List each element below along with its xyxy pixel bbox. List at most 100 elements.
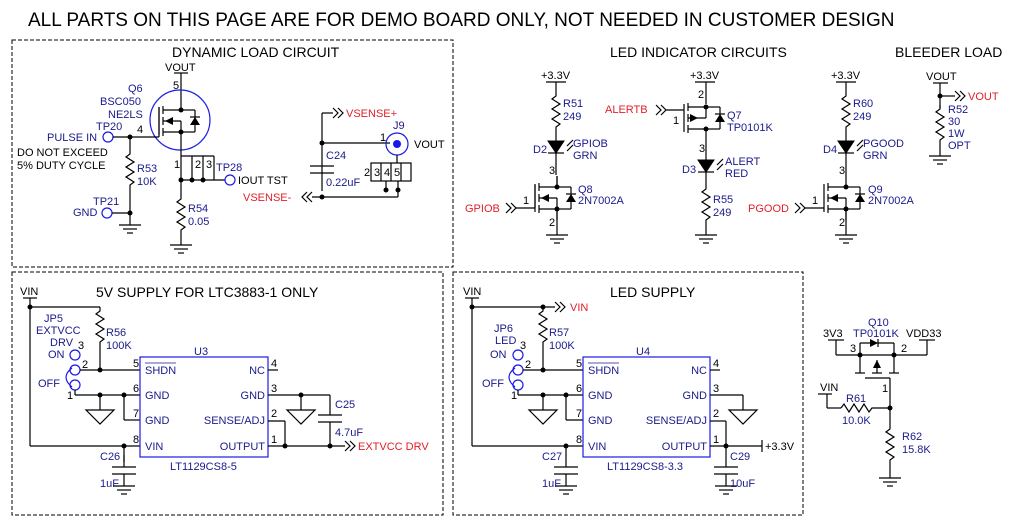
pgood-net: PGOOD xyxy=(748,203,789,215)
r54-ref: R54 xyxy=(188,203,208,215)
jp6-ref: JP6 xyxy=(494,323,513,335)
r51-ref: R51 xyxy=(563,98,583,110)
q10-left-net: 3V3 xyxy=(823,328,843,340)
u4-ref: U4 xyxy=(636,346,650,358)
svg-text:1uF: 1uF xyxy=(542,478,561,490)
svg-text:8: 8 xyxy=(133,434,139,446)
gpiob-led-circuit: +3.3V R51 249 D2 GPIOB GRN 3 GPIOB 1 2 Q… xyxy=(465,70,625,244)
svg-text:SENSE/ADJ: SENSE/ADJ xyxy=(204,415,265,427)
supply-5v-vin: VIN xyxy=(20,286,38,298)
svg-text:249: 249 xyxy=(713,207,731,219)
r56-ref: R56 xyxy=(106,327,126,339)
svg-text:1: 1 xyxy=(174,159,180,171)
svg-text:SHDN: SHDN xyxy=(588,365,619,377)
svg-text:1: 1 xyxy=(812,195,818,207)
iout-tst-label: IOUT TST xyxy=(238,175,288,187)
r52-ref: R52 xyxy=(948,104,968,116)
svg-text:2: 2 xyxy=(549,217,555,229)
svg-text:4: 4 xyxy=(271,358,277,370)
svg-text:SHDN: SHDN xyxy=(145,365,176,377)
led-supply-title: LED SUPPLY xyxy=(610,284,696,300)
led-supply-vin: VIN xyxy=(463,286,481,298)
r62-ref: R62 xyxy=(902,431,922,443)
svg-text:7: 7 xyxy=(576,408,582,420)
alert-led-circuit: +3.3V 2 ALERTB 1 3 Q7 TP0101K xyxy=(605,70,774,244)
svg-text:OUTPUT: OUTPUT xyxy=(662,441,708,453)
svg-text:2: 2 xyxy=(364,167,370,179)
svg-text:2: 2 xyxy=(901,343,907,355)
u4-part: LT1129CS8-3.3 xyxy=(607,461,683,473)
svg-text:2N7002A: 2N7002A xyxy=(868,195,915,207)
q10-ref: Q10 xyxy=(868,317,889,329)
svg-text:3: 3 xyxy=(78,340,84,352)
gpiob-supply: +3.3V xyxy=(541,70,571,82)
c29-ref: C29 xyxy=(730,451,750,463)
jp5-off: OFF xyxy=(38,378,60,390)
supply-5v-box xyxy=(11,271,444,516)
svg-text:3: 3 xyxy=(839,165,845,177)
c26-ref: C26 xyxy=(100,451,120,463)
svg-text:3: 3 xyxy=(271,383,277,395)
svg-text:6: 6 xyxy=(133,383,139,395)
svg-text:5: 5 xyxy=(173,80,179,92)
svg-text:5: 5 xyxy=(394,167,400,179)
vsense-minus-net: VSENSE- xyxy=(243,192,292,204)
q6-part: BSC050 xyxy=(100,96,141,108)
svg-text:GND: GND xyxy=(683,390,708,402)
svg-text:10uF: 10uF xyxy=(730,478,755,490)
r55-ref: R55 xyxy=(713,194,733,206)
u4-regulator xyxy=(582,356,711,458)
q6-ref: Q6 xyxy=(128,83,143,95)
d4-ref: D4 xyxy=(823,144,837,156)
r57-ref: R57 xyxy=(549,327,569,339)
svg-text:GRN: GRN xyxy=(863,150,888,162)
tp28-ref: TP28 xyxy=(216,162,242,174)
pgood-supply: +3.3V xyxy=(831,70,861,82)
q7-ref: Q7 xyxy=(727,110,742,122)
led-supply-out-net: +3.3V xyxy=(765,441,795,453)
tp21-ref: TP21 xyxy=(93,196,119,208)
supply-5v-circuit: VIN R56 100K JP5 EXTVCC DRV 3 ON 2 OFF 1 xyxy=(20,286,429,495)
svg-text:2: 2 xyxy=(698,89,704,101)
u3-ref: U3 xyxy=(194,346,208,358)
svg-text:DRV: DRV xyxy=(50,337,74,349)
svg-text:1: 1 xyxy=(380,132,386,144)
jp5-ref: JP5 xyxy=(44,313,63,325)
jp6-off: OFF xyxy=(482,378,504,390)
svg-text:1: 1 xyxy=(271,434,277,446)
svg-text:GND: GND xyxy=(145,390,170,402)
r60-ref: R60 xyxy=(853,98,873,110)
c25-ref: C25 xyxy=(335,399,355,411)
svg-text:2N7002A: 2N7002A xyxy=(578,195,625,207)
svg-text:GND: GND xyxy=(588,390,613,402)
svg-text:3: 3 xyxy=(206,159,212,171)
tp20-ref: TP20 xyxy=(96,121,122,133)
svg-text:249: 249 xyxy=(563,111,581,123)
q8-ref: Q8 xyxy=(578,184,593,196)
dynamic-load-circuit: VOUT 5 Q6 BSC050 NE2LS TP20 P xyxy=(17,62,445,254)
duty-warning: DO NOT EXCEED xyxy=(17,147,108,159)
d2-name: GPIOB xyxy=(573,138,608,150)
svg-text:2: 2 xyxy=(525,359,531,371)
svg-text:2: 2 xyxy=(195,159,201,171)
d2-ref: D2 xyxy=(533,144,547,156)
svg-text:GND: GND xyxy=(241,390,266,402)
extvcc-drv-net: EXTVCC DRV xyxy=(358,441,429,453)
svg-text:6: 6 xyxy=(576,383,582,395)
svg-text:4: 4 xyxy=(137,124,143,136)
dynamic-load-box xyxy=(11,39,454,268)
dynamic-load-title: DYNAMIC LOAD CIRCUIT xyxy=(172,44,340,60)
j9-net: VOUT xyxy=(414,139,445,151)
svg-text:GND: GND xyxy=(588,415,613,427)
r61-ref: R61 xyxy=(846,393,866,405)
svg-text:15.8K: 15.8K xyxy=(902,444,931,456)
svg-text:2: 2 xyxy=(271,408,277,420)
page-header: ALL PARTS ON THIS PAGE ARE FOR DEMO BOAR… xyxy=(28,10,894,31)
svg-text:3: 3 xyxy=(549,165,555,177)
jp5-name: EXTVCC xyxy=(36,325,81,337)
svg-text:100K: 100K xyxy=(549,340,575,352)
bleeder-circuit: VOUT VOUT R52 30 1W OPT xyxy=(926,71,999,165)
jp5-on: ON xyxy=(48,349,65,361)
svg-text:5: 5 xyxy=(133,358,139,370)
bleeder-vout: VOUT xyxy=(926,71,957,83)
